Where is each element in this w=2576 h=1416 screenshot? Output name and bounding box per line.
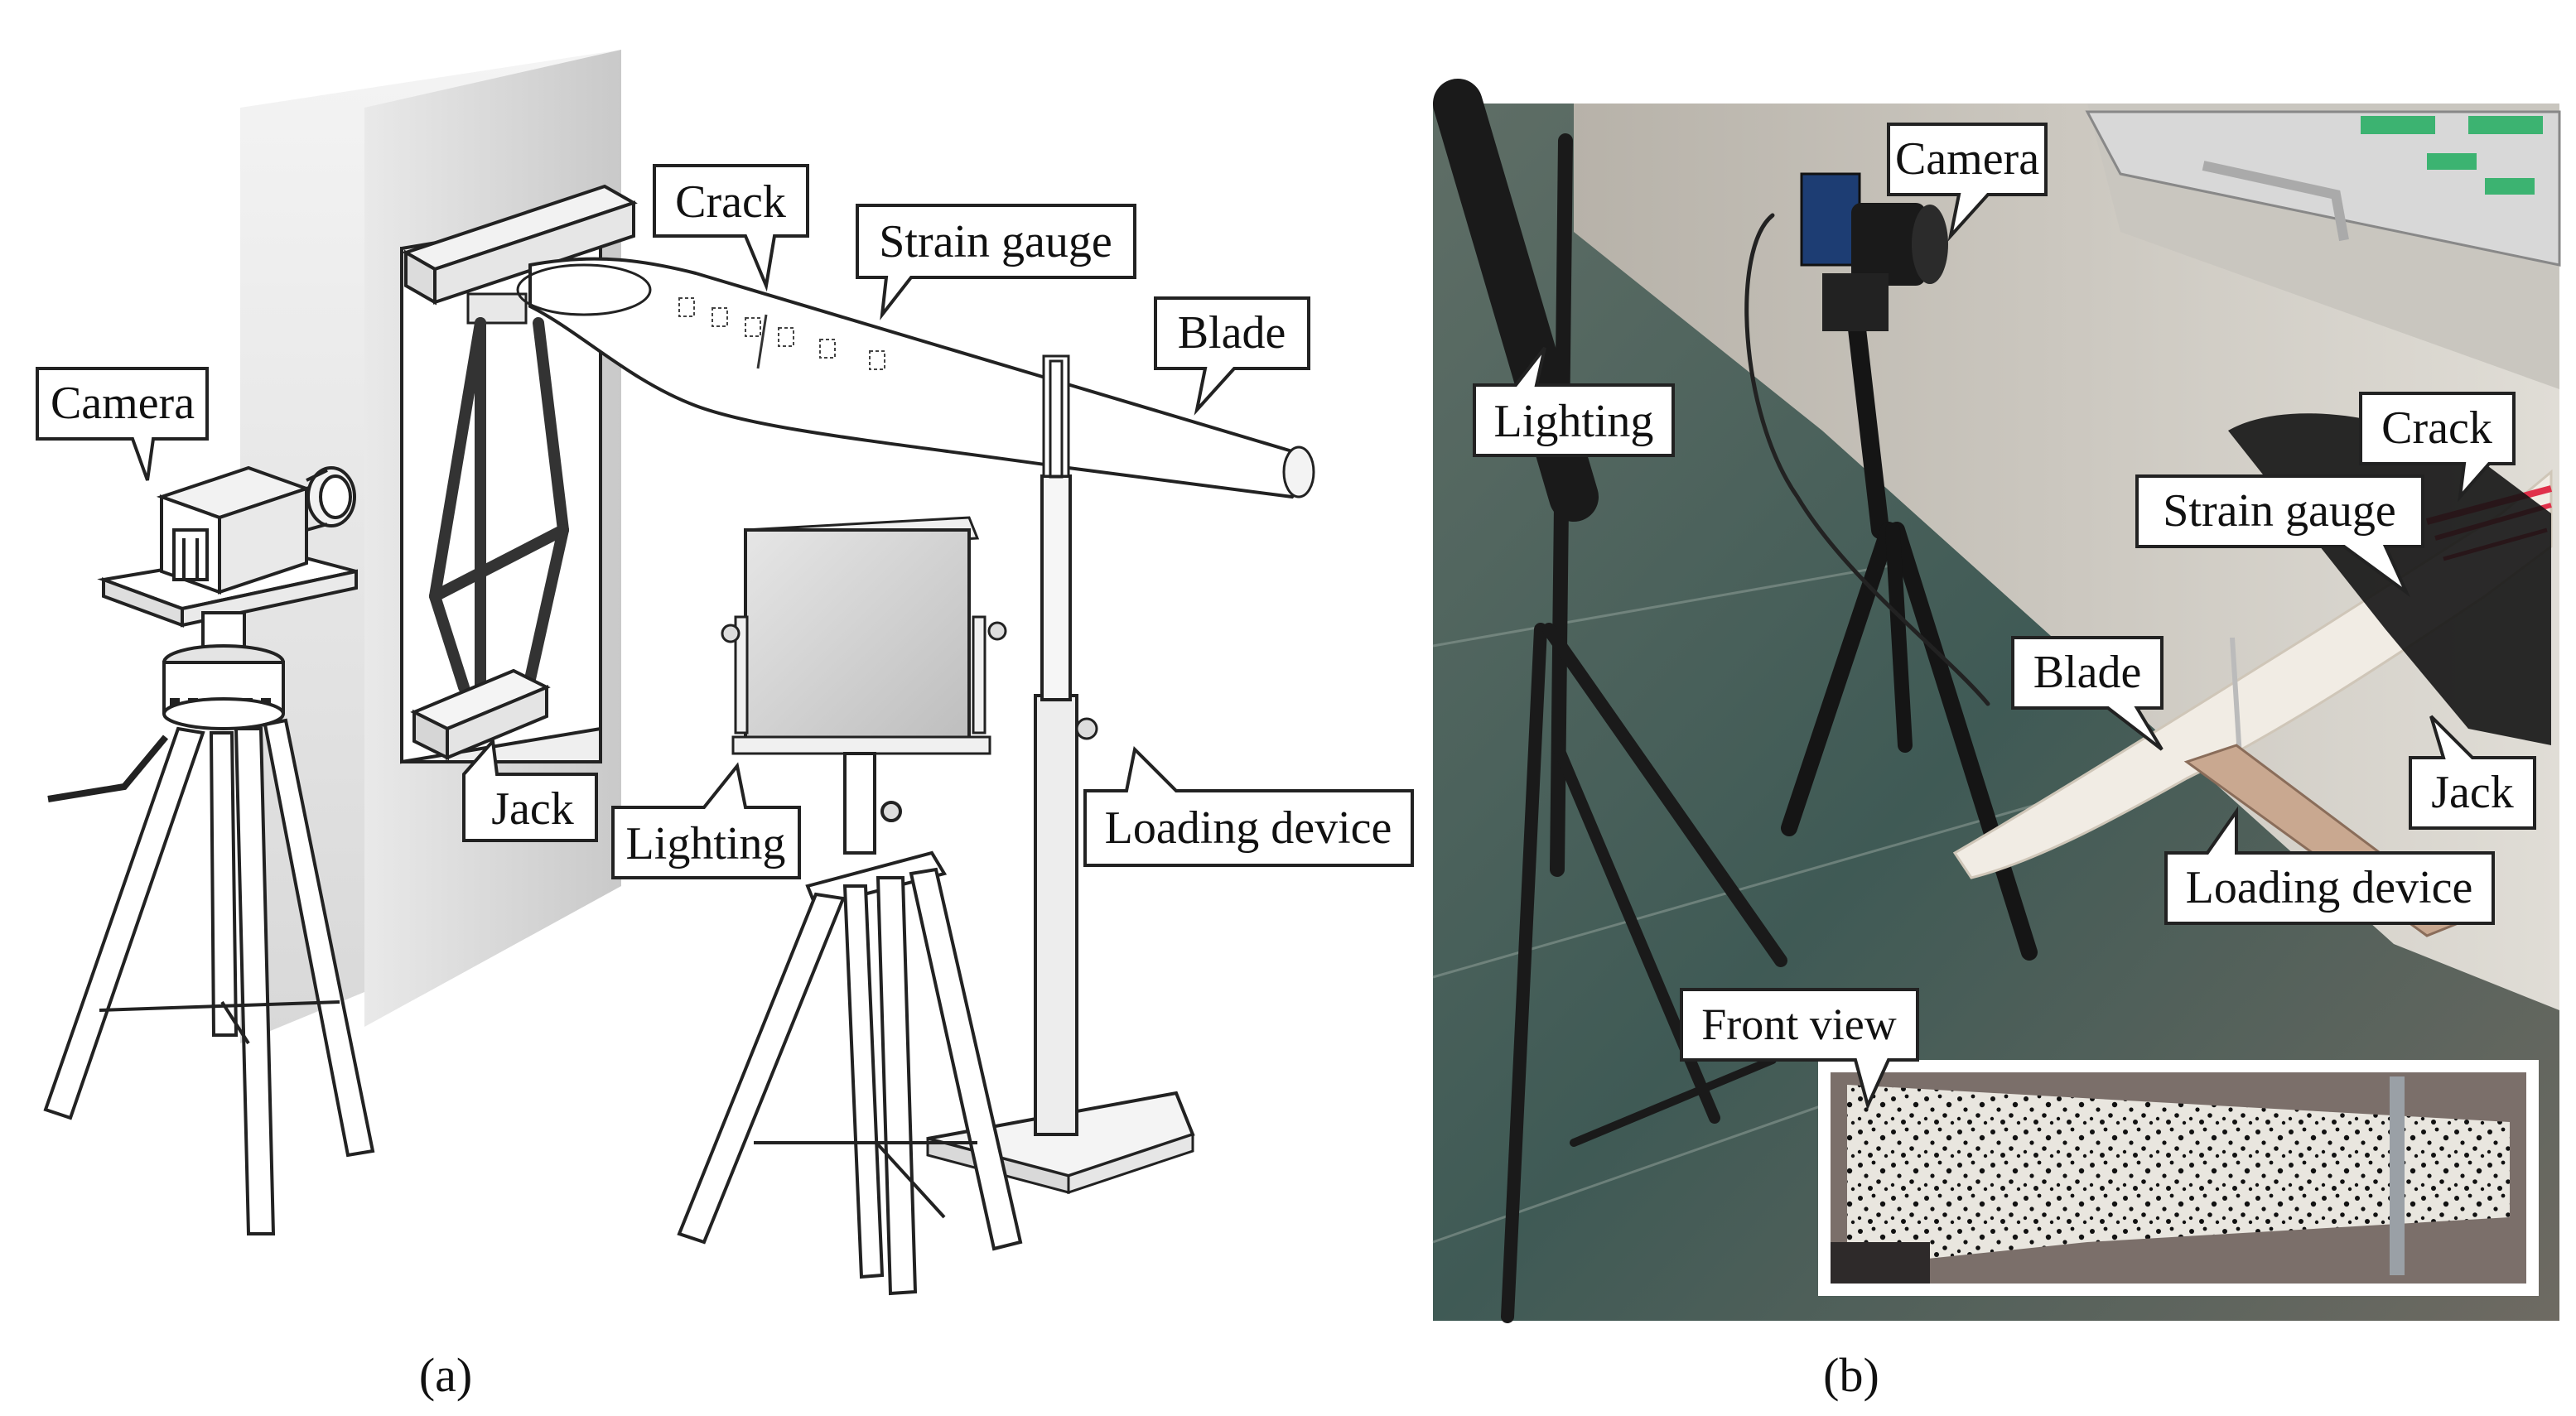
panel-b: Camera Lighting Crack Strain gauge Blade… xyxy=(1432,79,2561,1402)
photo-camera xyxy=(1800,172,1948,331)
camera-body xyxy=(156,465,356,595)
label-crack-b: Crack xyxy=(2381,402,2492,454)
label-strain-gauge-b: Strain gauge xyxy=(2163,485,2395,537)
label-loading-device-b: Loading device xyxy=(2186,862,2473,913)
loading-device xyxy=(926,354,1195,1195)
callout-camera-b: Camera xyxy=(1887,123,2048,242)
photo-shelf xyxy=(1574,104,2559,1010)
callout-lighting-b: Lighting xyxy=(1473,346,1675,457)
callout-camera-a: Camera xyxy=(36,367,209,481)
label-jack-b: Jack xyxy=(2431,767,2514,818)
label-strain-gauge-a: Strain gauge xyxy=(879,216,1112,267)
clamp-fixture xyxy=(402,184,638,325)
label-camera-b: Camera xyxy=(1895,133,2039,185)
callout-strain-gauge-b: Strain gauge xyxy=(2135,474,2424,598)
caption-a: (a) xyxy=(419,1348,472,1402)
photo-camera-tripod xyxy=(1744,213,2038,961)
label-blade-a: Blade xyxy=(1178,307,1286,359)
label-camera-a: Camera xyxy=(51,378,195,429)
strain-gauge-marks xyxy=(678,297,885,370)
callout-lighting-a: Lighting xyxy=(611,762,801,879)
lighting-panel xyxy=(721,516,1007,755)
panel-a: Camera Crack Strain gauge Blade Jack Lig… xyxy=(36,50,1414,1402)
label-front-view-b: Front view xyxy=(1701,999,1897,1049)
label-blade-b: Blade xyxy=(2033,647,2142,698)
crack-line xyxy=(756,314,768,369)
callout-loading-device-a: Loading device xyxy=(1083,745,1414,867)
instrument-case xyxy=(2085,110,2561,267)
caption-b: (b) xyxy=(1823,1348,1879,1402)
callout-crack-a: Crack xyxy=(653,164,809,292)
label-loading-device-a: Loading device xyxy=(1105,802,1392,854)
callout-jack-a: Jack xyxy=(462,737,598,842)
lighting-tripod xyxy=(677,752,1023,1296)
callout-front-view-b: Front view xyxy=(1680,988,1919,1110)
callout-blade-a: Blade xyxy=(1154,296,1310,416)
label-crack-a: Crack xyxy=(675,176,786,228)
label-jack-a: Jack xyxy=(491,783,574,835)
blade xyxy=(516,257,1315,499)
callout-strain-gauge-a: Strain gauge xyxy=(856,204,1136,320)
jack-base xyxy=(410,668,551,761)
callout-loading-device-b: Loading device xyxy=(2164,806,2495,925)
callout-jack-b: Jack xyxy=(2409,715,2536,830)
callout-crack-b: Crack xyxy=(2359,392,2516,503)
callout-blade-b: Blade xyxy=(2011,636,2164,751)
front-view-inset xyxy=(1818,1060,2539,1296)
label-lighting-b: Lighting xyxy=(1494,396,1654,447)
jack-frame xyxy=(429,317,569,718)
label-lighting-a: Lighting xyxy=(626,818,786,869)
